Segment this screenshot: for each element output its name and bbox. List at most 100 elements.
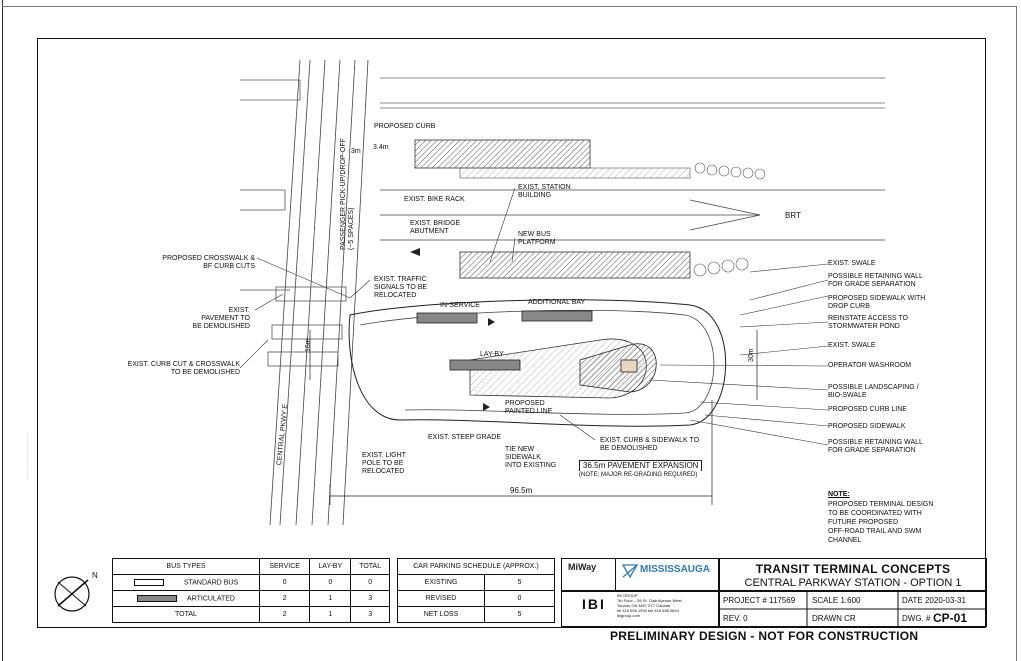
miway-logo: MiWay [568,562,597,572]
consultant-logo [561,591,719,627]
total-cell: 0 [350,574,390,591]
road-corridor [269,59,369,526]
label-proposed-painted-line: PROPOSED PAINTED LINE [505,400,553,415]
parking-value: 5 [484,574,555,591]
label-dim-30m: 30m [748,348,755,362]
label-passenger-pickup: PASSENGER PICK-UP/DROP-OFF (~5 SPACES) [340,138,355,250]
label-proposed-crosswalk: PROPOSED CROSSWALK & BF CURB CUTS [162,255,255,270]
page-edge-right [1016,6,1017,661]
label-operator-washroom: OPERATOR WASHROOM [828,362,912,369]
page-edge-left [2,0,3,661]
service-cell: 2 [258,590,311,607]
north-label: N [92,571,98,580]
label-additional-bay: ADDITIONAL BAY [528,299,586,306]
bus-col-layby: LAY-BY [309,558,352,575]
label-possible-wall-1: POSSIBLE RETAINING WALL FOR GRADE SEPARA… [828,273,923,288]
label-exist-swale-1: EXIST. SWALE [828,260,876,267]
label-exist-station: EXIST. STATION BUILDING [518,184,571,199]
dwg-label: DWG. # [902,614,931,623]
label-possible-landscaping: POSSIBLE LANDSCAPING / BIO-SWALE [828,384,919,399]
label-proposed-sidewalk-drop: PROPOSED SIDEWALK WITH DROP CURB [828,295,926,310]
page-edge-top [2,6,1017,7]
client-logos [561,558,719,591]
bus-table-header: BUS TYPES SERVICE LAY-BY TOTAL [112,558,390,575]
label-dim-3-4m: 3.4m [373,144,389,151]
label-exist-swale-2: EXIST. SWALE [828,342,876,349]
label-exist-steep-grade: EXIST. STEEP GRADE [428,434,502,441]
articulated-bus-icon [137,594,177,602]
table-row: REVISED 0 [397,590,555,607]
bus-type-cell: TOTAL [112,606,260,623]
label-pavement-expansion: 36.5m PAVEMENT EXPANSION [579,460,703,471]
drawing-title: TRANSIT TERMINAL CONCEPTS [755,562,951,576]
bus-col-service: SERVICE [258,558,311,575]
parking-table-header: CAR PARKING SCHEDULE (APPROX.) [397,558,555,575]
label-reinstate-access: REINSTATE ACCESS TO STORMWATER POND [828,315,909,330]
label-proposed-curb-line: PROPOSED CURB LINE [828,406,907,413]
logo-divider [615,558,616,591]
drawn-by: DRAWN CR [812,614,856,623]
dwg-number: CP-01 [933,611,968,625]
label-exist-light-pole: EXIST. LIGHT POLE TO BE RELOCATED [362,452,406,475]
bus-col-type: BUS TYPES [112,558,260,575]
label-brt: BRT [785,211,801,220]
bus-type-cell: STANDARD BUS [112,574,260,591]
label-exist-traffic-signals: EXIST. TRAFFIC SIGNALS TO BE RELOCATED [374,276,428,299]
label-tie-new-sidewalk: TIE NEW SIDEWALK INTO EXISTING [505,446,557,469]
title-info: PROJECT # 117569 SCALE 1:600 DATE 2020-0… [719,591,987,627]
title-info-grid [719,591,987,627]
label-exist-curb-cut: EXIST. CURB CUT & CROSSWALK TO BE DEMOLI… [127,361,240,376]
table-row: STANDARD BUS 0 0 0 [112,574,390,591]
bus-types-table: BUS TYPES SERVICE LAY-BY TOTAL STANDARD … [112,558,390,623]
note-body: PROPOSED TERMINAL DESIGN TO BE COORDINAT… [828,501,934,544]
note-heading: NOTE: [828,491,850,498]
ibi-logo: IBI [582,596,606,612]
parking-table: CAR PARKING SCHEDULE (APPROX.) EXISTING … [397,558,555,623]
table-row: TOTAL 2 1 3 [112,606,390,623]
mississauga-logo-icon [622,564,638,578]
layby-cell: 1 [309,606,352,623]
table-row: ARTICULATED 2 1 3 [112,590,390,607]
label-proposed-sidewalk: PROPOSED SIDEWALK [828,423,906,430]
service-cell: 0 [258,574,311,591]
drawing-subtitle: CENTRAL PARKWAY STATION - OPTION 1 [744,577,962,589]
label-exist-pavement: EXIST. PAVEMENT TO BE DEMOLISHED [192,307,250,330]
service-cell: 2 [258,606,311,623]
label-exist-bridge: EXIST. BRIDGE ABUTMENT [410,220,461,235]
revision: REV. 0 [723,614,748,623]
ibi-address: IBI GROUP 7th Floor – 55 St. Clair Avenu… [617,593,682,618]
label-exist-bike-rack: EXIST. BIKE RACK [404,196,465,203]
mississauga-logo: MISSISSAUGA [640,564,711,575]
label-in-service: IN-SERVICE [440,302,480,309]
table-row: EXISTING 5 [397,574,555,591]
table-row: NET LOSS 5 [397,606,555,623]
bus-type-cell: ARTICULATED [112,590,260,607]
label-major-regrading: (NOTE: MAJOR RE-GRADING REQUIRED) [579,472,698,478]
layby-cell: 0 [309,574,352,591]
title-block: TRANSIT TERMINAL CONCEPTS CENTRAL PARKWA… [719,558,987,591]
total-cell: 3 [350,606,390,623]
footer-note: PRELIMINARY DESIGN - NOT FOR CONSTRUCTIO… [610,629,919,643]
drawing-frame [37,38,986,628]
bus-type-label: ARTICULATED [187,595,235,603]
label-new-bus-platform: NEW BUS PLATFORM [518,231,556,246]
label-dim-96-5m: 96.5m [510,486,533,495]
layby-cell: 1 [309,590,352,607]
label-proposed-curb: PROPOSED CURB [374,123,436,130]
north-arrow-icon [54,576,90,612]
label-lay-by: LAY-BY [480,351,504,358]
total-cell: 3 [350,590,390,607]
parking-label: NET LOSS [397,606,485,623]
project-number: PROJECT # 117569 [723,596,796,605]
parking-value: 0 [484,590,555,607]
drawing-scale: SCALE 1:600 [812,596,861,605]
label-possible-wall-2: POSSIBLE RETAINING WALL FOR GRADE SEPARA… [828,439,923,454]
parking-label: REVISED [397,590,485,607]
parking-label: EXISTING [397,574,485,591]
label-exist-curb-sidewalk: EXIST. CURB & SIDEWALK TO BE DEMOLISHED [600,437,700,452]
standard-bus-icon [133,578,164,586]
bus-col-total: TOTAL [350,558,390,575]
label-dim-3m: 3m [351,148,361,155]
